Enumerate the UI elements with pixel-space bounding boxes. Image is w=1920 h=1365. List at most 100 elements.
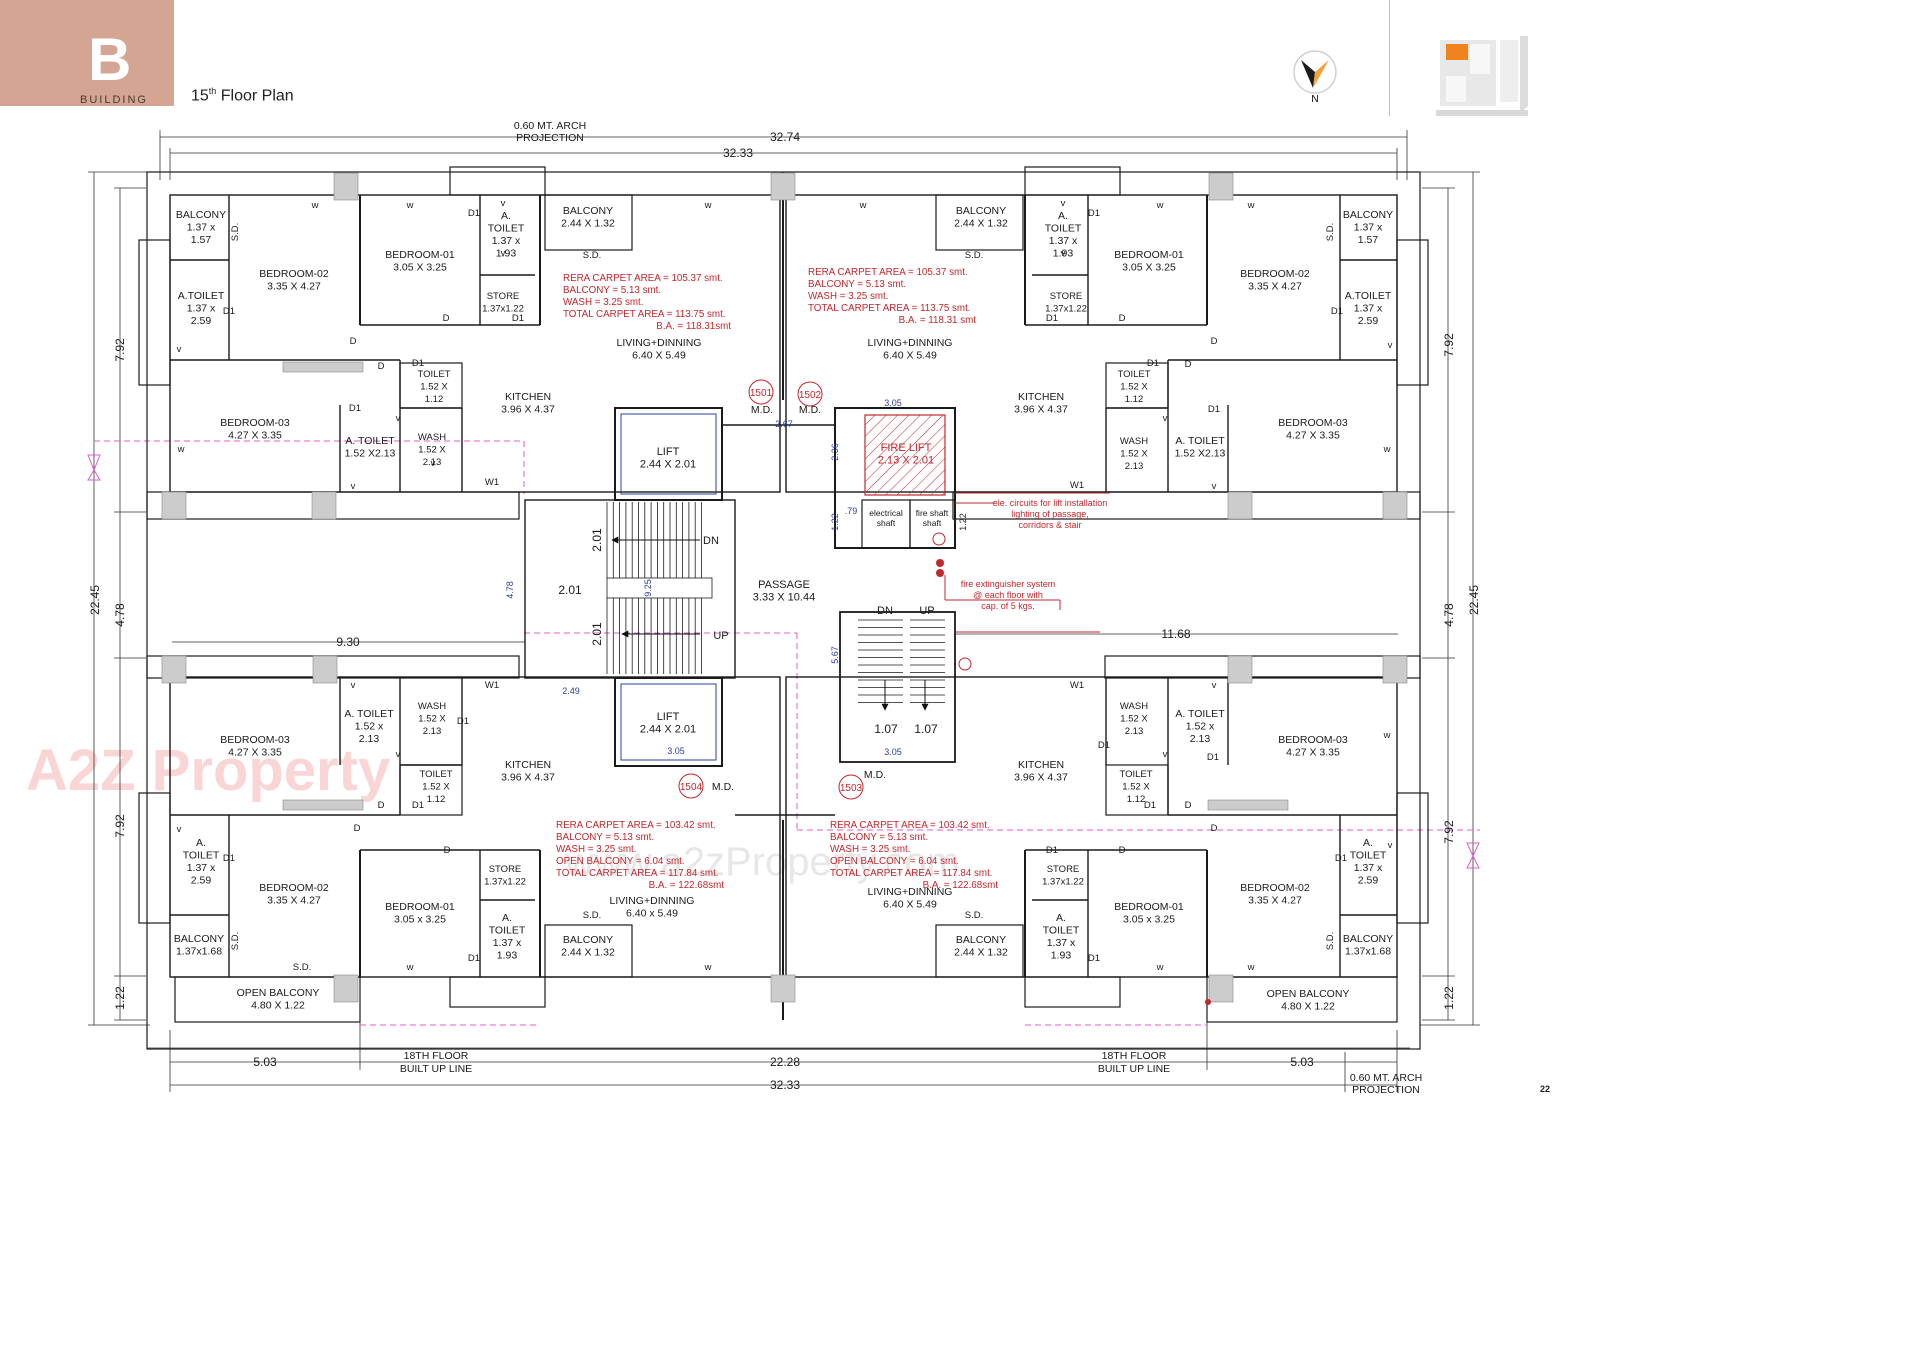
watermark-logo: A2Z Property [26,738,390,803]
key-plan-highlight [1446,44,1468,60]
dim-core-blue: 5.67 [830,646,840,664]
compass-needle-orange [1313,60,1329,88]
floor-plan-drawing: A2Z Property www.a2zProperty.com [26,120,1481,1096]
door-window-tag: D1 [468,953,480,964]
area-line: BALCONY = 5.13 smt. [563,285,661,296]
dim-right-lower: 7.92 [1442,820,1456,844]
door-window-tag: w [177,444,185,455]
flat-number: 1501 [750,388,773,399]
flat-number: 1504 [680,782,703,793]
door-window-tag: w [1247,200,1255,211]
flat-number-circle [838,774,864,800]
dim-core-right: 11.68 [1161,627,1190,641]
dim-stair-blue: 4.78 [505,581,515,599]
area-line: WASH = 3.25 smt. [556,844,637,855]
door-window-tag: D1 [223,306,235,317]
dim-core-blue: .79 [845,506,858,516]
electrical-lines [944,492,1110,633]
door-window-tag: D1 [1207,752,1219,763]
structural-column [1208,974,1234,1003]
structural-column [161,491,187,520]
dim-bottom-right: 5.03 [1290,1055,1314,1069]
structural-column [333,974,359,1003]
door-window-tag: D [1211,336,1218,347]
area-statements: RERA CARPET AREA = 105.37 smt.BALCONY = … [556,267,998,891]
door-window-tag: v [351,680,356,691]
dim-stair: 2.01 [590,622,604,646]
door-window-tag: D1 [457,716,469,727]
page-title-text: Floor Plan [216,87,294,105]
stair-direction: UP [919,605,934,617]
structural-column [1227,655,1253,684]
door-window-tag: S.D. [965,910,983,921]
building-walls [138,166,1429,1050]
door-window-tag: w [406,962,414,973]
area-line: B.A. = 122.68smt [649,880,725,891]
door-window-tag: v [1163,749,1168,760]
dim-left-mid: 4.78 [113,603,127,627]
flat-number: 1502 [799,390,822,401]
dim-stair-blue: 9.25 [643,579,653,597]
structural-column [161,655,187,684]
door-window-tag: D1 [1144,800,1156,811]
door-window-tag: D1 [412,358,424,369]
door-window-tag: v [396,749,401,760]
door-window-tag: D1 [512,313,524,324]
dimension-lines [88,130,1480,1092]
dim-left-lower: 7.92 [113,814,127,838]
area-line: TOTAL CARPET AREA = 113.75 smt. [808,303,971,314]
door-window-tag: D1 [1088,953,1100,964]
building-badge: B BUILDING [0,0,174,106]
door-window-tag: D1 [1046,845,1058,856]
door-window-tag: w [1247,962,1255,973]
door-window-tag: D [1119,845,1126,856]
dim-stair: 2.01 [558,583,582,597]
door-window-tag: S.D. [1325,223,1336,241]
north-compass-icon: N [1293,50,1337,105]
door-window-tag: w [704,962,712,973]
area-line: BALCONY = 5.13 smt. [830,832,928,843]
door-window-tag: v [1388,340,1393,351]
door-window-tag: D1 [1046,313,1058,324]
dim-stair: 2.01 [590,528,604,552]
flat-number-circle [797,381,823,407]
dim-core: 1.22 [958,513,968,531]
main-door-tag: M.D. [864,769,886,781]
flat-number-circle [678,773,704,799]
fire-note: fire extinguisher system@ each floor wit… [961,579,1056,611]
page-title-suffix: th [208,86,217,96]
door-window-tag: D [1211,823,1218,834]
page-number: 22 [1539,1084,1550,1094]
door-window-tag: v [1163,413,1168,424]
fire-extinguisher-icon [932,532,1211,1005]
area-line: WASH = 3.25 smt. [808,291,889,302]
area-line: TOTAL CARPET AREA = 113.75 smt. [563,309,726,320]
